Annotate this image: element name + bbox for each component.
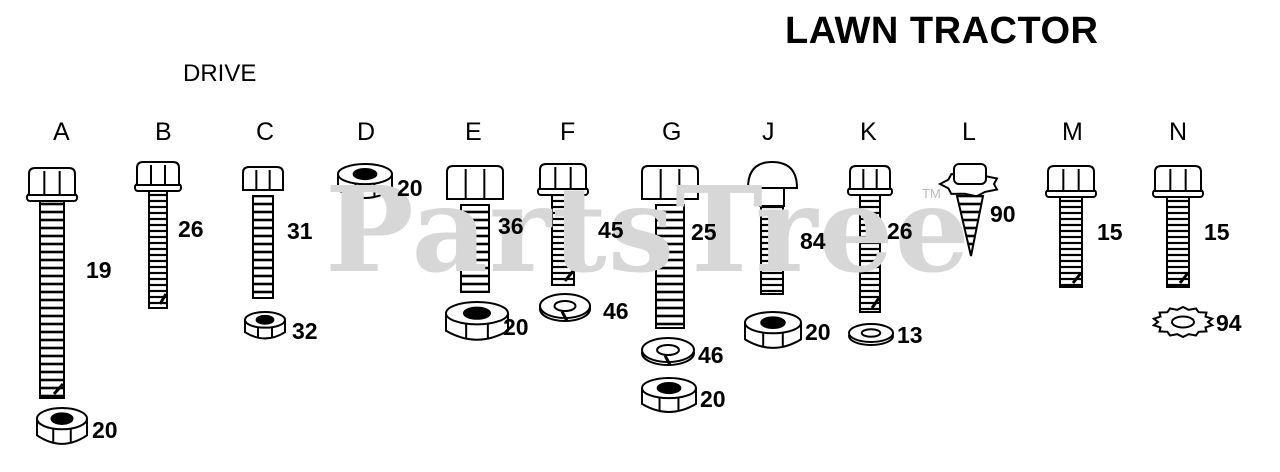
ref-g-bolt: 25 xyxy=(691,219,717,245)
carriage-bolt-j xyxy=(746,160,799,295)
ref-f-bolt: 45 xyxy=(598,217,624,243)
column-label-f: F xyxy=(560,118,576,146)
column-label-d: D xyxy=(357,118,376,146)
ref-j-nut: 20 xyxy=(805,319,831,345)
ref-b-bolt: 26 xyxy=(178,216,204,242)
ref-j-carriage-bolt: 84 xyxy=(800,228,826,254)
column-label-k: K xyxy=(860,118,877,146)
column-label-j: J xyxy=(762,118,775,146)
column-label-b: B xyxy=(155,118,172,146)
hex-bolt-e xyxy=(446,165,504,293)
ref-a-nut: 20 xyxy=(92,417,118,443)
ref-n-lockwasher: 94 xyxy=(1216,310,1242,336)
hex-bolt-f xyxy=(537,163,589,286)
hex-nut-a xyxy=(36,407,88,445)
hex-bolt-n xyxy=(1152,165,1204,288)
ref-c-nut: 32 xyxy=(292,318,318,344)
self-tapping-screw-l xyxy=(937,163,999,257)
hex-bolt-b xyxy=(134,161,182,309)
ref-a-bolt: 19 xyxy=(86,257,112,283)
column-label-c: C xyxy=(256,118,275,146)
split-washer-g xyxy=(641,337,695,366)
hex-nut-g xyxy=(641,377,697,413)
ref-d-nut: 20 xyxy=(397,175,423,201)
ref-e-bolt: 36 xyxy=(498,213,524,239)
ref-f-washer: 46 xyxy=(603,298,629,324)
ref-k-bolt: 26 xyxy=(887,218,913,244)
hex-bolt-c xyxy=(242,166,284,299)
flat-washer-k xyxy=(848,323,894,346)
hex-nut-c xyxy=(244,311,286,340)
ref-g-washer: 46 xyxy=(698,342,724,368)
external-tooth-lockwasher-n xyxy=(1151,305,1215,339)
ref-n-bolt: 15 xyxy=(1204,219,1230,245)
column-label-g: G xyxy=(662,118,682,146)
hex-nut-d xyxy=(337,163,393,199)
hex-nut-e xyxy=(445,301,509,341)
watermark-text: PartsTree xyxy=(325,160,971,299)
column-label-m: M xyxy=(1062,118,1083,146)
ref-m-bolt: 15 xyxy=(1097,219,1123,245)
hex-bolt-g xyxy=(641,165,699,329)
hex-nut-j xyxy=(744,311,802,349)
watermark-trademark: TM xyxy=(922,186,941,201)
ref-k-washer: 13 xyxy=(897,322,923,348)
column-label-n: N xyxy=(1169,118,1188,146)
ref-g-nut: 20 xyxy=(700,386,726,412)
column-label-l: L xyxy=(962,118,976,146)
column-label-a: A xyxy=(53,118,70,146)
ref-e-nut: 20 xyxy=(503,314,529,340)
diagram-title: LAWN TRACTOR xyxy=(785,10,1099,52)
hex-bolt-k xyxy=(847,165,893,313)
hex-bolt-a xyxy=(26,167,78,399)
column-label-e: E xyxy=(465,118,482,146)
ref-l-screw: 90 xyxy=(990,201,1016,227)
ref-c-bolt: 31 xyxy=(287,218,313,244)
split-washer-f xyxy=(539,293,591,322)
section-label: DRIVE xyxy=(183,60,257,87)
hex-bolt-m xyxy=(1045,165,1097,288)
